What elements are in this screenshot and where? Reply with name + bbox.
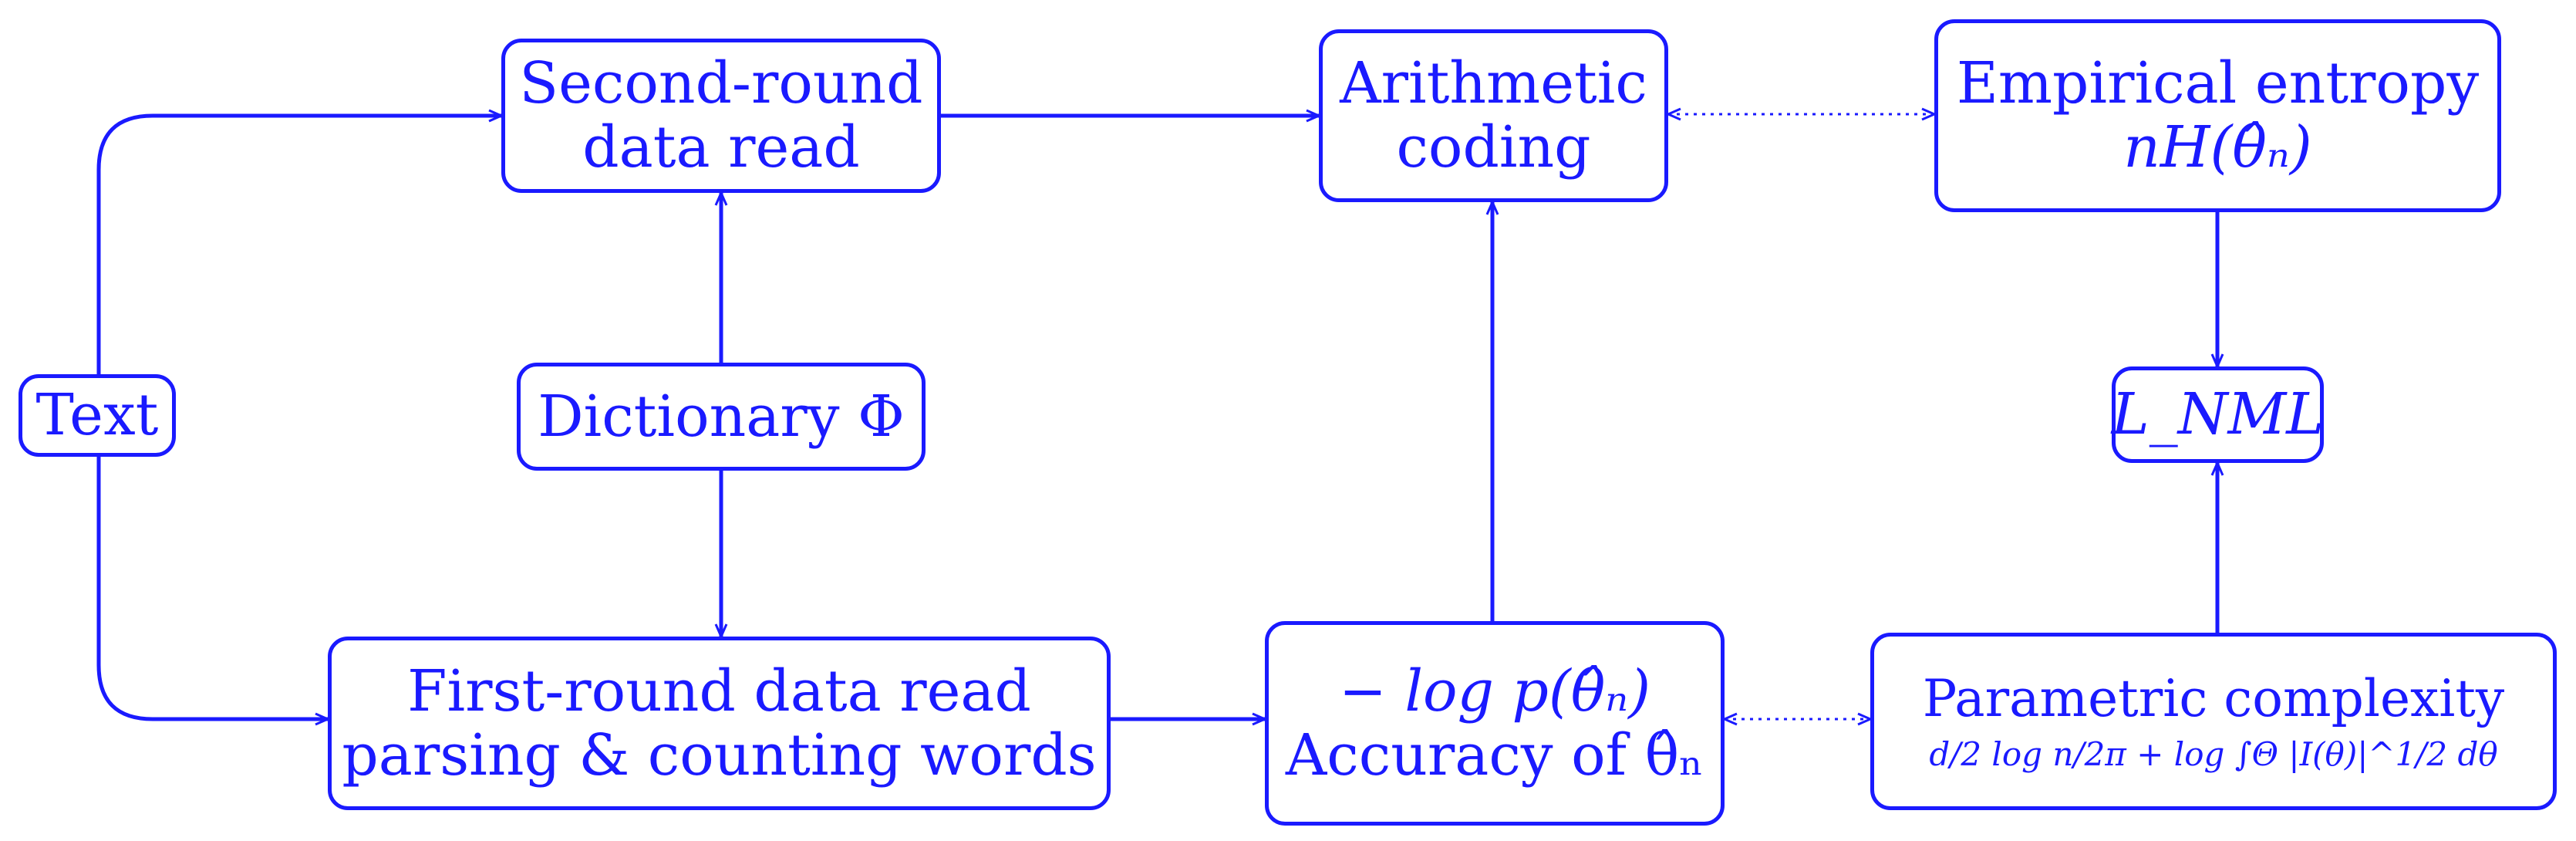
node-second-round-read: Second-round data read	[501, 39, 941, 193]
node-arithmetic-line1: Arithmetic	[1340, 50, 1647, 117]
edge-text-to-first-round	[96, 457, 328, 719]
node-lnml: L_NML	[2112, 366, 2324, 463]
edge-text-to-second-round	[96, 116, 501, 374]
node-parametric-line1: Parametric complexity	[1922, 668, 2505, 728]
node-parametric-line2: d/2 log n/2π + log ∫Θ |I(θ)|^1/2 dθ	[1929, 735, 2498, 774]
node-second-round-line1: Second-round	[519, 50, 923, 117]
node-first-round-read: First-round data read parsing & counting…	[328, 637, 1111, 810]
node-second-round-line2: data read	[582, 114, 860, 181]
node-logp-line2: Accuracy of θ̂ₙ	[1285, 721, 1704, 789]
node-text-label: Text	[35, 382, 159, 449]
node-empirical-line1: Empirical entropy	[1956, 50, 2480, 117]
node-logp-line1: − log p(θ̂ₙ)	[1338, 657, 1651, 724]
node-log-probability: − log p(θ̂ₙ) Accuracy of θ̂ₙ	[1265, 621, 1725, 826]
node-empirical-entropy: Empirical entropy nH(θ̂ₙ)	[1934, 19, 2501, 212]
node-text: Text	[19, 374, 176, 457]
node-parametric-complexity: Parametric complexity d/2 log n/2π + log…	[1870, 633, 2557, 810]
node-arithmetic-line2: coding	[1396, 114, 1591, 181]
node-dictionary: Dictionary Φ	[517, 363, 926, 471]
node-lnml-label: L_NML	[2111, 381, 2325, 448]
node-dictionary-label: Dictionary Φ	[538, 383, 905, 450]
node-empirical-line2: nH(θ̂ₙ)	[2123, 114, 2312, 181]
node-first-round-line1: First-round data read	[407, 657, 1031, 724]
node-arithmetic-coding: Arithmetic coding	[1319, 29, 1668, 202]
node-first-round-line2: parsing & counting words	[342, 721, 1097, 789]
